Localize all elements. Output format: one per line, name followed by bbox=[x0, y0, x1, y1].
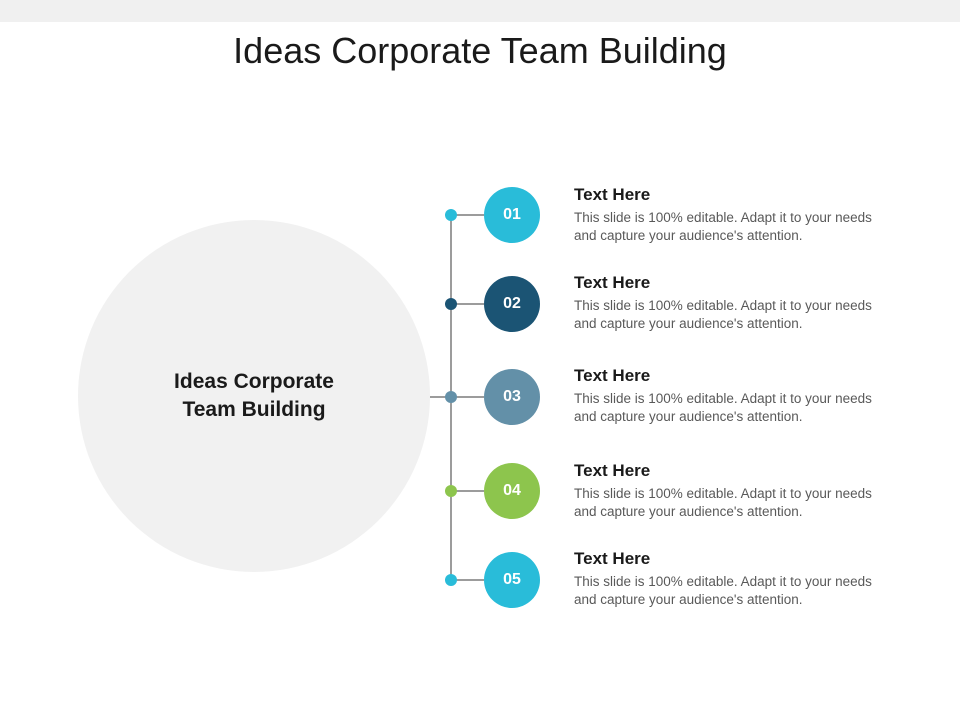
item-heading-4: Text Here bbox=[574, 461, 651, 480]
number-badge-2: 02 bbox=[484, 276, 540, 332]
hub-label-line-2: Team Building bbox=[182, 398, 326, 421]
item-body-1: This slide is 100% editable. Adapt it to… bbox=[574, 210, 872, 243]
spine-dot-1 bbox=[445, 209, 457, 221]
item-body-5: This slide is 100% editable. Adapt it to… bbox=[574, 574, 872, 607]
item-heading-1: Text Here bbox=[574, 185, 651, 204]
hub-label: Ideas Corporate Team Building bbox=[118, 368, 390, 424]
slide-title: Ideas Corporate Team Building bbox=[233, 30, 727, 71]
hub-label-line-1: Ideas Corporate bbox=[174, 370, 334, 393]
number-badge-4: 04 bbox=[484, 463, 540, 519]
item-body-3: This slide is 100% editable. Adapt it to… bbox=[574, 391, 872, 424]
item-body-2: This slide is 100% editable. Adapt it to… bbox=[574, 298, 872, 331]
hub-circle bbox=[78, 220, 430, 572]
spine-dot-5 bbox=[445, 574, 457, 586]
item-heading-2: Text Here bbox=[574, 273, 651, 292]
item-heading-5: Text Here bbox=[574, 549, 651, 568]
number-badge-5: 05 bbox=[484, 552, 540, 608]
number-badge-1: 01 bbox=[484, 187, 540, 243]
item-heading-3: Text Here bbox=[574, 366, 651, 385]
spine-dot-3 bbox=[445, 391, 457, 403]
spine-dot-4 bbox=[445, 485, 457, 497]
number-badge-3: 03 bbox=[484, 369, 540, 425]
item-body-4: This slide is 100% editable. Adapt it to… bbox=[574, 486, 872, 519]
top-band bbox=[0, 0, 960, 22]
spine-dot-2 bbox=[445, 298, 457, 310]
